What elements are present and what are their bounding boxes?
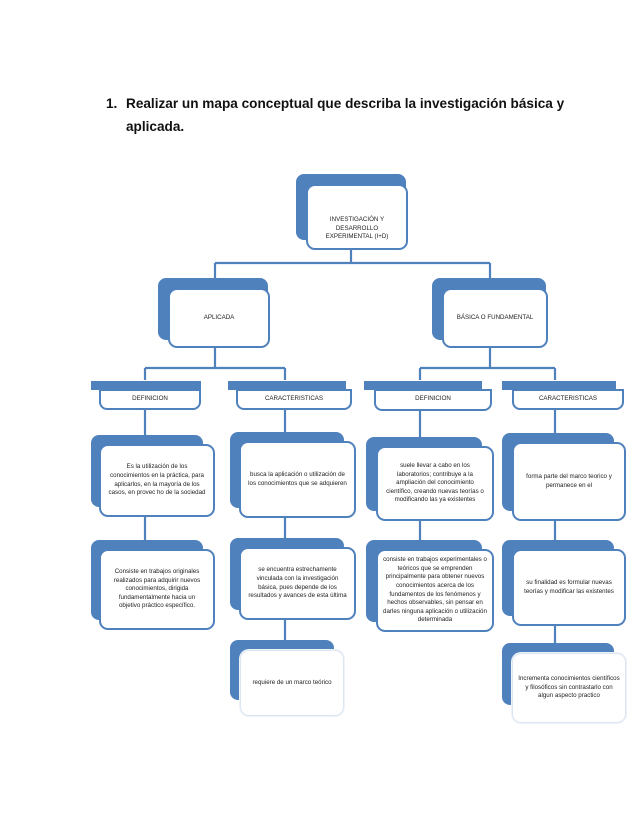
node-text: su finalidad es formular nuevas teorías … bbox=[524, 578, 614, 595]
node-text: consiste en trabajos experimentales o te… bbox=[383, 556, 487, 624]
header-label: CARACTERISTICAS bbox=[538, 395, 598, 402]
node-basica-car-1: forma parte del marco teorico y permanec… bbox=[502, 433, 626, 521]
node-text: suele llevar a cabo en los laboratorios;… bbox=[386, 462, 484, 504]
root-label: INVESTIGACIÓN Y DESARROLLO EXPERIMENTAL … bbox=[325, 216, 389, 241]
node-aplicada-car-3: requiere de un marco teórico bbox=[230, 640, 344, 718]
header-label: CARACTERISTICAS bbox=[264, 395, 324, 402]
node-basica-car-3: Incrementa conocimientos científicos y f… bbox=[502, 643, 626, 723]
node-text: Consiste en trabajos originales realizad… bbox=[113, 568, 201, 610]
header-basica-definicion: DEFINICION bbox=[364, 381, 494, 411]
node-root: INVESTIGACIÓN Y DESARROLLO EXPERIMENTAL … bbox=[296, 174, 408, 250]
node-text: forma parte del marco teorico y permanec… bbox=[526, 472, 612, 489]
node-aplicada-car-2: se encuentra estrechamente vinculada con… bbox=[230, 538, 356, 620]
header-aplicada-definicion: DEFINICION bbox=[91, 381, 203, 411]
node-text: se encuentra estrechamente vinculada con… bbox=[248, 566, 347, 600]
node-text: Incrementa conocimientos científicos y f… bbox=[518, 675, 620, 700]
node-aplicada-def-2: Consiste en trabajos originales realizad… bbox=[91, 540, 215, 630]
node-aplicada: APLICADA bbox=[158, 278, 270, 348]
question-number: 1. bbox=[106, 96, 118, 111]
connector-basica bbox=[418, 348, 557, 380]
node-text: Es la utilización de los conocimientos e… bbox=[108, 463, 206, 497]
connector-aplicada bbox=[143, 347, 287, 380]
node-basica-car-2: su finalidad es formular nuevas teorías … bbox=[502, 540, 626, 626]
node-basica-def-1: suele llevar a cabo en los laboratorios;… bbox=[366, 437, 494, 521]
node-aplicada-car-1: busca la aplicación o utilización de los… bbox=[230, 432, 356, 518]
connector-root bbox=[213, 250, 492, 278]
header-aplicada-caracteristicas: CARACTERISTICAS bbox=[228, 381, 354, 411]
header-basica-caracteristicas: CARACTERISTICAS bbox=[502, 381, 626, 411]
node-basica: BÁSICA O FUNDAMENTAL bbox=[432, 278, 548, 348]
node-aplicada-def-1: Es la utilización de los conocimientos e… bbox=[91, 435, 215, 517]
question-text: Realizar un mapa conceptual que describa… bbox=[126, 96, 565, 134]
node-text: requiere de un marco teórico bbox=[252, 678, 332, 686]
basica-label: BÁSICA O FUNDAMENTAL bbox=[456, 313, 534, 321]
aplicada-label: APLICADA bbox=[203, 313, 235, 321]
header-label: DEFINICION bbox=[415, 395, 451, 402]
node-basica-def-2: consiste en trabajos experimentales o te… bbox=[366, 540, 494, 632]
header-label: DEFINICION bbox=[132, 395, 168, 402]
node-text: busca la aplicación o utilización de los… bbox=[248, 470, 347, 487]
